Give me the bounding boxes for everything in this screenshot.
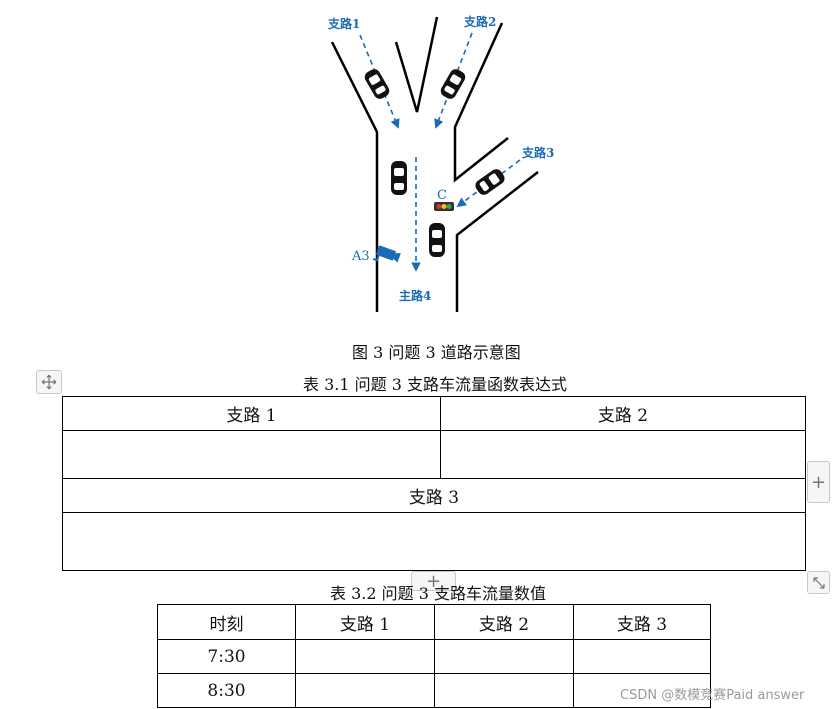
- value-cell[interactable]: [573, 673, 711, 708]
- time-cell[interactable]: 8:30: [157, 673, 296, 708]
- time-cell[interactable]: 7:30: [157, 639, 296, 674]
- header-branch1[interactable]: 支路 1: [62, 396, 441, 431]
- car-icon: [440, 69, 466, 99]
- label-signal: C: [437, 188, 447, 203]
- header-branch2[interactable]: 支路 2: [434, 604, 574, 640]
- table1-caption: 表 3.1 问题 3 支路车流量函数表达式: [303, 375, 567, 394]
- value-cell[interactable]: [573, 639, 711, 674]
- label-branch1: 支路1: [327, 16, 360, 31]
- header-branch3[interactable]: 支路 3: [62, 478, 806, 513]
- add-column-button[interactable]: +: [807, 461, 830, 503]
- watermark: CSDN @数模竞赛Paid answer: [620, 688, 805, 703]
- header-time[interactable]: 时刻: [157, 604, 296, 640]
- traffic-light-icon: [434, 202, 454, 211]
- value-cell[interactable]: [295, 639, 435, 674]
- move-arrows-icon: [41, 374, 57, 390]
- value-cell[interactable]: [434, 673, 574, 708]
- camera-icon: [372, 245, 401, 263]
- road-diagram: 支路1 支路2 支路3 主路4 A3 C: [327, 14, 554, 312]
- cell-branch3-expr[interactable]: [62, 512, 806, 571]
- table-move-handle[interactable]: [36, 370, 62, 394]
- table-resize-handle[interactable]: [807, 571, 830, 594]
- cell-branch2-expr[interactable]: [440, 430, 806, 479]
- header-branch2[interactable]: 支路 2: [440, 396, 806, 431]
- car-icon: [391, 161, 407, 195]
- resize-diagonal-icon: [812, 576, 825, 589]
- header-branch3[interactable]: 支路 3: [573, 604, 711, 640]
- car-icon: [475, 169, 505, 195]
- cell-branch1-expr[interactable]: [62, 430, 441, 479]
- value-cell[interactable]: [434, 639, 574, 674]
- header-branch1[interactable]: 支路 1: [295, 604, 435, 640]
- car-icon: [364, 69, 390, 99]
- figure-caption: 图 3 问题 3 道路示意图: [352, 343, 521, 362]
- road-edges: [330, 16, 539, 312]
- table-row: 8:30: [157, 673, 711, 708]
- table-row: 7:30: [157, 639, 711, 674]
- car-icon: [429, 223, 445, 257]
- expression-table: 支路 1 支路 2 支路 3: [62, 396, 806, 571]
- label-branch2: 支路2: [463, 14, 496, 29]
- table2-caption: 表 3.2 问题 3 支路车流量数值: [330, 584, 546, 603]
- label-camera: A3: [351, 249, 370, 264]
- label-branch3: 支路3: [521, 145, 554, 160]
- value-cell[interactable]: [295, 673, 435, 708]
- add-row-button[interactable]: +: [411, 571, 456, 592]
- label-main4: 主路4: [399, 288, 431, 303]
- flow-values-table: 时刻 支路 1 支路 2 支路 3 7:30 8:30: [157, 604, 711, 708]
